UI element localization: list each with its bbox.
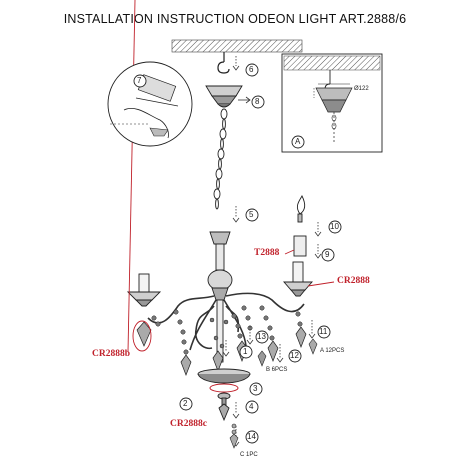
ceiling xyxy=(171,39,303,53)
callout-1: 1 xyxy=(243,347,248,356)
flame-bulb xyxy=(297,194,306,223)
detail-a-dimension: Ø122 xyxy=(354,86,369,92)
label-part-b: B 6PCS xyxy=(266,367,288,373)
callout-11: 11 xyxy=(319,327,328,336)
canopy xyxy=(205,85,243,108)
arrow-11 xyxy=(308,320,316,339)
callout-5-circle xyxy=(245,208,259,222)
callout-9-circle xyxy=(321,248,335,262)
callout-13: 13 xyxy=(257,332,266,341)
arrow-10 xyxy=(314,222,322,237)
callout-8: 8 xyxy=(255,97,260,106)
callout-8-circle xyxy=(251,95,265,109)
callout-circles xyxy=(179,325,331,444)
part-a-drop xyxy=(308,338,318,355)
callout-10-circle xyxy=(328,220,342,234)
label-cr2888: CR2888 xyxy=(337,276,370,286)
callout-14: 14 xyxy=(247,432,256,441)
callout-6-circle xyxy=(245,63,259,77)
label-t2888: T2888 xyxy=(254,248,280,258)
callout-12: 12 xyxy=(290,351,299,360)
callout-10: 10 xyxy=(330,222,339,231)
part-b-drop xyxy=(257,350,267,367)
ceiling-hook xyxy=(217,52,230,74)
detail-7-zoom xyxy=(107,61,193,147)
arrow-9 xyxy=(314,244,322,259)
right-candle-cup xyxy=(283,261,313,297)
chain xyxy=(213,108,228,210)
label-part-c: C 1PC xyxy=(240,452,258,458)
callout-2: 2 xyxy=(183,399,188,408)
bowl-highlight-ring xyxy=(209,383,239,393)
arrow-4 xyxy=(232,402,240,419)
callout-7: 7 xyxy=(137,76,142,85)
callout-3: 3 xyxy=(253,384,258,393)
arrow-8 xyxy=(238,96,251,104)
red-leaders xyxy=(127,0,335,353)
label-cr2888c: CR2888c xyxy=(170,419,207,429)
callout-6: 6 xyxy=(249,65,254,74)
arrow-13 xyxy=(246,326,254,345)
arrow-1 xyxy=(222,340,230,357)
callout-5: 5 xyxy=(249,210,254,219)
detail-a-letter: A xyxy=(295,137,301,146)
label-cr2888b: CR2888b xyxy=(92,349,131,359)
arrow-5 xyxy=(232,206,240,223)
page-title: INSTALLATION INSTRUCTION ODEON LIGHT ART… xyxy=(63,12,407,26)
label-part-a: A 12PCS xyxy=(320,348,345,354)
part-c-drop xyxy=(229,423,239,449)
arm-crystal-strands xyxy=(151,305,303,355)
arrow-12 xyxy=(276,344,284,363)
callout-4: 4 xyxy=(249,402,254,411)
detail-a-box xyxy=(281,53,383,153)
left-candle-cup xyxy=(126,273,162,307)
arrow-6 xyxy=(232,56,240,71)
candle-sleeve xyxy=(293,235,307,257)
callout-9: 9 xyxy=(325,250,330,259)
bottom-bowl xyxy=(197,368,251,422)
